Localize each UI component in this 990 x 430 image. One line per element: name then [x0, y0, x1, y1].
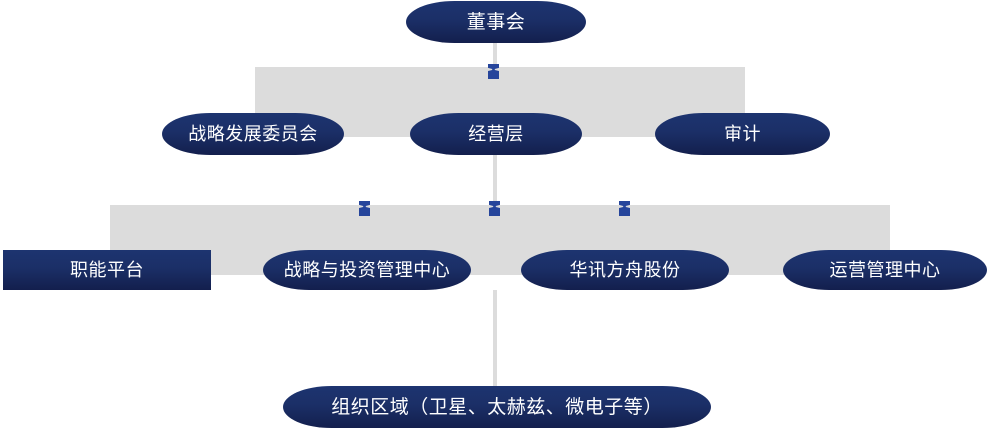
org-node-huaxun-fangzhou[interactable]: 华讯方舟股份	[521, 250, 729, 290]
connector-marker-strategy-investment[interactable]	[359, 201, 370, 216]
backdrop-bracket-level3	[110, 205, 890, 275]
org-node-operation-center-label: 运营管理中心	[829, 260, 941, 280]
org-node-audit-label: 审计	[724, 124, 761, 144]
connector-board-to-management	[493, 43, 497, 71]
connector-marker-operation[interactable]	[619, 201, 630, 216]
org-node-audit[interactable]: 审计	[655, 113, 830, 155]
connector-marker-management[interactable]	[488, 64, 499, 79]
org-node-strategy-investment-center[interactable]: 战略与投资管理中心	[263, 250, 471, 290]
org-node-huaxun-fangzhou-label: 华讯方舟股份	[569, 260, 681, 280]
org-node-operation-center[interactable]: 运营管理中心	[783, 250, 987, 290]
org-node-function-platform-label: 职能平台	[70, 260, 144, 280]
connector-management-to-level3	[493, 155, 497, 212]
org-node-organization-areas[interactable]: 组织区域（卫星、太赫兹、微电子等）	[283, 386, 711, 428]
org-node-strategy-committee[interactable]: 战略发展委员会	[162, 113, 344, 155]
connector-marker-huaxun[interactable]	[489, 201, 500, 216]
org-node-board-label: 董事会	[466, 11, 526, 33]
connector-level3-to-organization-areas	[493, 290, 497, 388]
org-node-management[interactable]: 经营层	[410, 113, 582, 155]
org-node-strategy-investment-center-label: 战略与投资管理中心	[283, 260, 451, 280]
org-node-management-label: 经营层	[468, 124, 524, 144]
org-node-strategy-committee-label: 战略发展委员会	[188, 124, 318, 144]
org-node-board[interactable]: 董事会	[406, 1, 586, 43]
org-node-function-platform[interactable]: 职能平台	[3, 250, 211, 290]
org-node-organization-areas-label: 组织区域（卫星、太赫兹、微电子等）	[331, 396, 663, 418]
